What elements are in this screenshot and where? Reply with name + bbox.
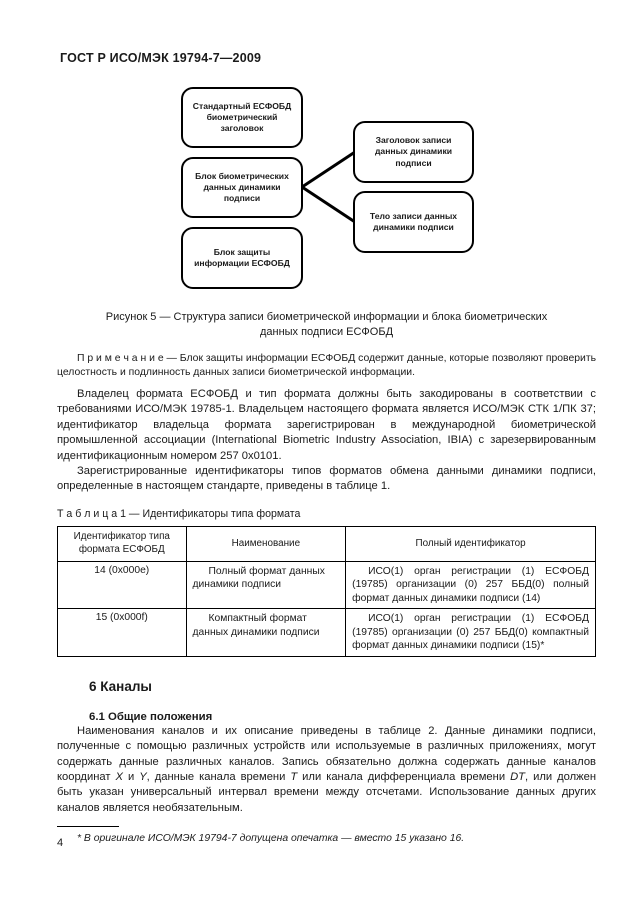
figure5-diagram: Стандартный ЕСФОБД биометрический заголо… <box>0 80 639 295</box>
box-record-header: Заголовок записи данных динамики подписи <box>353 121 474 183</box>
box-standard-header: Стандартный ЕСФОБД биометрический заголо… <box>181 87 303 148</box>
cell-id-14: 14 (0x000e) <box>57 560 187 610</box>
footnote-rule <box>57 826 119 828</box>
footnote-block: * В оригинале ИСО/МЭК 19794-7 допущена о… <box>57 826 596 846</box>
table-label: Т а б л и ц а 1 — Идентификаторы типа фо… <box>57 507 301 520</box>
cell-name-compact-format: Компактный формат данных динамики подпис… <box>185 608 347 657</box>
table-header-row: Идентификатор типа формата ЕСФОБД Наимен… <box>57 525 596 562</box>
box-security-block: Блок защиты информации ЕСФОБД <box>181 227 303 289</box>
text-column: Рисунок 5 — Структура записи биометричес… <box>57 310 596 846</box>
standard-number-header: ГОСТ Р ИСО/МЭК 19794-7—2009 <box>60 51 262 65</box>
table-row: 15 (0x000f) Компактный формат данных дин… <box>57 608 596 657</box>
cell-full-id-15: ИСО(1) орган регистрации (1) ЕСФОБД (197… <box>345 608 596 657</box>
paragraph-channels: Наименования каналов и их описание приве… <box>57 724 597 814</box>
header-name: Наименование <box>185 525 347 562</box>
figure-caption: Рисунок 5 — Структура записи биометричес… <box>105 311 548 338</box>
page-number: 4 <box>57 837 64 849</box>
paragraph-registered-ids: Зарегистрированные идентификаторы типов … <box>57 465 596 493</box>
cell-full-id-14: ИСО(1) орган регистрации (1) ЕСФОБД (197… <box>345 560 596 610</box>
format-identifiers-table: Идентификатор типа формата ЕСФОБД Наимен… <box>57 525 596 657</box>
paragraph-format-owner: Владелец формата ЕСФОБД и тип формата до… <box>57 388 596 462</box>
note-paragraph: П р и м е ч а н и е — Блок защиты информ… <box>57 353 596 378</box>
header-format-type-id: Идентификатор типа формата ЕСФОБД <box>57 525 187 562</box>
fork-connector-lines <box>301 150 356 224</box>
table-row: 14 (0x000e) Полный формат данных динамик… <box>57 560 596 610</box>
footnote-text: * В оригинале ИСО/МЭК 19794-7 допущена о… <box>77 833 465 845</box>
cell-id-15: 15 (0x000f) <box>57 608 187 657</box>
header-full-identifier: Полный идентификатор <box>345 525 596 562</box>
section-heading-channels: 6 Каналы <box>89 678 152 694</box>
box-record-body: Тело записи данных динамики подписи <box>353 191 474 253</box>
subsection-heading-general: 6.1 Общие положения <box>89 710 213 723</box>
cell-name-full-format: Полный формат данных динамики подписи <box>185 560 347 610</box>
box-biometric-data-block: Блок биометрических данных динамики подп… <box>181 157 303 218</box>
